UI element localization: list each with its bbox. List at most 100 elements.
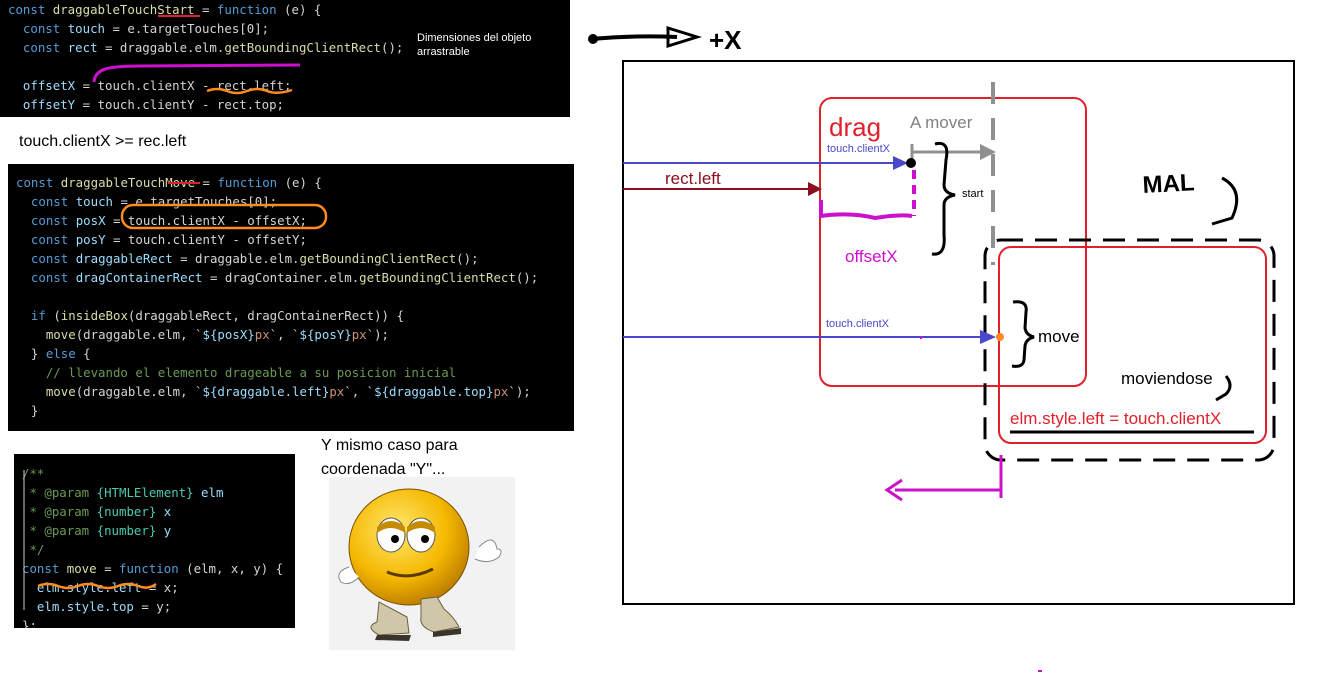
a-mover-arrowhead bbox=[980, 144, 996, 160]
code-token: = bbox=[195, 175, 218, 190]
x-axis-arrowhead bbox=[666, 25, 703, 49]
code-line: const draggableRect = draggable.elm.getB… bbox=[16, 249, 479, 268]
x-axis-indicator: +X bbox=[588, 25, 742, 55]
start-brace bbox=[931, 141, 956, 256]
code-line: if (insideBox(draggableRect, dragContain… bbox=[16, 306, 404, 325]
code-token: elm.style.top bbox=[22, 599, 134, 614]
orange-highlight bbox=[120, 203, 328, 230]
code-token: px bbox=[493, 384, 509, 399]
code-line: const draggableTouchStart = function (e)… bbox=[8, 0, 321, 19]
touch-clientx-label-top: touch.clientX bbox=[827, 143, 891, 155]
code-token: `, ` bbox=[344, 384, 375, 399]
code-token: (); bbox=[381, 40, 404, 55]
move-label: move bbox=[1038, 327, 1080, 346]
code-line: elm.style.left = x; bbox=[22, 578, 179, 597]
code-token: const bbox=[16, 232, 76, 247]
code-token: x bbox=[156, 504, 172, 519]
drag-container bbox=[622, 60, 1295, 605]
drag-title: drag bbox=[829, 112, 881, 142]
code-token: move bbox=[16, 327, 76, 342]
touch-clientx-arrowhead-bottom bbox=[980, 330, 996, 344]
magenta-bracket bbox=[92, 63, 301, 83]
code-token: (); bbox=[515, 270, 539, 285]
code-token: move bbox=[66, 561, 97, 576]
code-token: /** bbox=[22, 466, 45, 481]
caption-y-case: Y mismo caso para coordenada "Y"... bbox=[321, 437, 458, 478]
code-line: } bbox=[16, 401, 38, 420]
touch-point-bottom bbox=[996, 333, 1004, 341]
code-line: const dragContainerRect = dragContainer.… bbox=[16, 268, 538, 287]
code-token: */ bbox=[22, 542, 45, 557]
moved-box bbox=[998, 246, 1267, 444]
code-token: px bbox=[254, 327, 270, 342]
code-token: (e) { bbox=[276, 2, 322, 17]
code-token: `, ` bbox=[269, 327, 300, 342]
code-token: * @param bbox=[22, 523, 97, 538]
code-line: } else { bbox=[16, 344, 91, 363]
code-token: if bbox=[16, 308, 54, 323]
code-token: ( bbox=[53, 308, 61, 323]
rect-left-label: rect.left bbox=[665, 169, 721, 188]
code-touch-move: } move(draggable.elm, `${draggable.left}… bbox=[8, 164, 574, 431]
code-token: `); bbox=[366, 327, 390, 342]
code-token: else bbox=[45, 346, 76, 361]
code-token: = draggable.elm. bbox=[172, 251, 300, 266]
code-token: Start bbox=[157, 2, 195, 17]
code-token: const bbox=[16, 270, 76, 285]
touch-clientx-arrowhead-top bbox=[893, 156, 908, 170]
code-token: }; bbox=[22, 618, 37, 628]
code-token: = x; bbox=[141, 580, 179, 595]
touch-clientx-label-bottom: touch.clientX bbox=[826, 318, 890, 330]
code-token: move bbox=[16, 384, 76, 399]
code-token: elm bbox=[193, 485, 224, 500]
code-token: = y; bbox=[133, 599, 172, 614]
code-token: const bbox=[16, 251, 76, 266]
caption-condition: touch.clientX >= rec.left bbox=[19, 133, 187, 150]
a-mover-label: A mover bbox=[910, 113, 973, 132]
code-token: touch bbox=[67, 21, 105, 36]
touch-point-top bbox=[906, 158, 916, 168]
elm-style-left-label: elm.style.left = touch.clientX bbox=[1010, 409, 1221, 428]
code-line: elm.style.top = y; bbox=[22, 597, 171, 616]
code-token: = bbox=[75, 78, 98, 93]
code-line: offsetY = touch.clientY - rect.top; bbox=[8, 95, 284, 114]
code-token: (draggable.elm, ` bbox=[75, 384, 203, 399]
start-label: start bbox=[962, 188, 983, 200]
code-token: ${draggable.left} bbox=[202, 384, 330, 399]
code-token: = e.targetTouches[0]; bbox=[105, 21, 270, 36]
code-token: (draggable.elm, ` bbox=[75, 327, 203, 342]
x-axis-label: +X bbox=[709, 25, 742, 55]
offsetx-label: offsetX bbox=[845, 247, 898, 266]
bounding-rect-note: Dimensiones del objeto arrastrable bbox=[417, 32, 532, 58]
code-token: const bbox=[8, 21, 68, 36]
code-token: = touch.clientX - offsetX; bbox=[105, 213, 307, 228]
code-token: const bbox=[8, 2, 53, 17]
return-arrowhead bbox=[884, 478, 903, 502]
orange-wave bbox=[206, 87, 293, 95]
code-token: dragContainerRect bbox=[75, 270, 203, 285]
code-token: px bbox=[329, 384, 345, 399]
code-move-annotations bbox=[120, 182, 328, 230]
code-token: rect bbox=[67, 40, 98, 55]
code-line: /** bbox=[22, 464, 44, 483]
code-line: }; bbox=[22, 616, 37, 628]
code-start-annotations bbox=[92, 15, 301, 95]
code-token: } bbox=[16, 403, 39, 418]
code-line: const rect = draggable.elm.getBoundingCl… bbox=[8, 38, 404, 57]
rect-left-arrowhead bbox=[808, 182, 822, 196]
code-line: // llevando el elemento drageable a su p… bbox=[16, 363, 456, 382]
code-token: (e) { bbox=[277, 175, 322, 190]
code-token: (); bbox=[456, 251, 479, 266]
code-line: move(draggable.elm, `${draggable.left}px… bbox=[16, 382, 531, 401]
code-token: * @param bbox=[22, 485, 97, 500]
code-token: posY bbox=[75, 232, 106, 247]
code-line: */ bbox=[22, 540, 44, 559]
code-token: = bbox=[96, 561, 119, 576]
code-move-fn-annotations bbox=[23, 470, 157, 610]
code-token: { bbox=[75, 346, 91, 361]
code-token: function bbox=[216, 2, 277, 17]
code-token: function bbox=[119, 561, 179, 576]
draggable-box bbox=[819, 97, 1087, 387]
code-token: {number} bbox=[96, 504, 157, 519]
